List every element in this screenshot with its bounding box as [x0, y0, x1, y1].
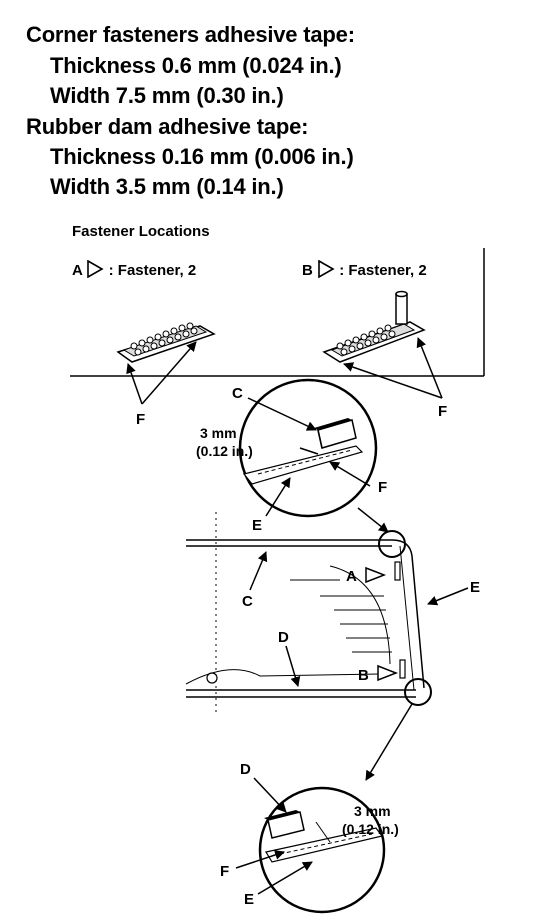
fastener-a-text: : Fastener, 2	[108, 262, 197, 279]
callout-b: B	[358, 667, 369, 684]
triangle-icon	[86, 259, 108, 279]
callout-c: C	[242, 593, 253, 610]
dimension-mm-lower: 3 mm	[354, 803, 391, 819]
callout-e: E	[244, 891, 254, 908]
dimension-mm-upper: 3 mm	[200, 425, 237, 441]
callout-f: F	[438, 403, 447, 420]
callout-f: F	[136, 411, 145, 428]
corner-tape-thickness: Thickness 0.6 mm (0.024 in.)	[50, 53, 342, 78]
fastener-locations-title: Fastener Locations	[72, 223, 210, 240]
callout-f: F	[378, 479, 387, 496]
callout-arrows-upper	[247, 397, 389, 533]
dimension-in-upper: (0.12 in.)	[196, 443, 253, 459]
fastener-b-drawing	[322, 290, 426, 363]
corner-tape-width: Width 7.5 mm (0.30 in.)	[50, 83, 284, 108]
callout-d: D	[278, 629, 289, 646]
lower-detail-circle	[258, 786, 386, 914]
fastener-a-letter: A	[72, 262, 83, 279]
callout-a: A	[346, 568, 357, 585]
callout-arrows-top	[126, 337, 443, 405]
callout-e: E	[252, 517, 262, 534]
rubber-tape-thickness: Thickness 0.16 mm (0.006 in.)	[50, 144, 354, 169]
upper-detail-circle	[238, 378, 378, 518]
fastener-a-legend: A : Fastener, 2	[72, 259, 197, 279]
rubber-tape-width: Width 3.5 mm (0.14 in.)	[50, 174, 284, 199]
callout-arrows-panel	[249, 551, 469, 781]
fastener-b-legend: B : Fastener, 2	[302, 259, 427, 279]
callout-e: E	[470, 579, 480, 596]
triangle-icon	[317, 259, 339, 279]
dimension-in-lower: (0.12 in.)	[342, 821, 399, 837]
rubber-tape-heading: Rubber dam adhesive tape:	[26, 114, 309, 139]
corner-tape-heading: Corner fasteners adhesive tape:	[26, 22, 355, 47]
fastener-b-letter: B	[302, 262, 313, 279]
callout-f: F	[220, 863, 229, 880]
callout-arrows-lower	[235, 777, 313, 895]
fastener-a-drawing	[116, 322, 216, 363]
window-panel	[185, 512, 432, 712]
callout-c: C	[232, 385, 243, 402]
callout-d: D	[240, 761, 251, 778]
fastener-b-text: : Fastener, 2	[339, 262, 427, 279]
